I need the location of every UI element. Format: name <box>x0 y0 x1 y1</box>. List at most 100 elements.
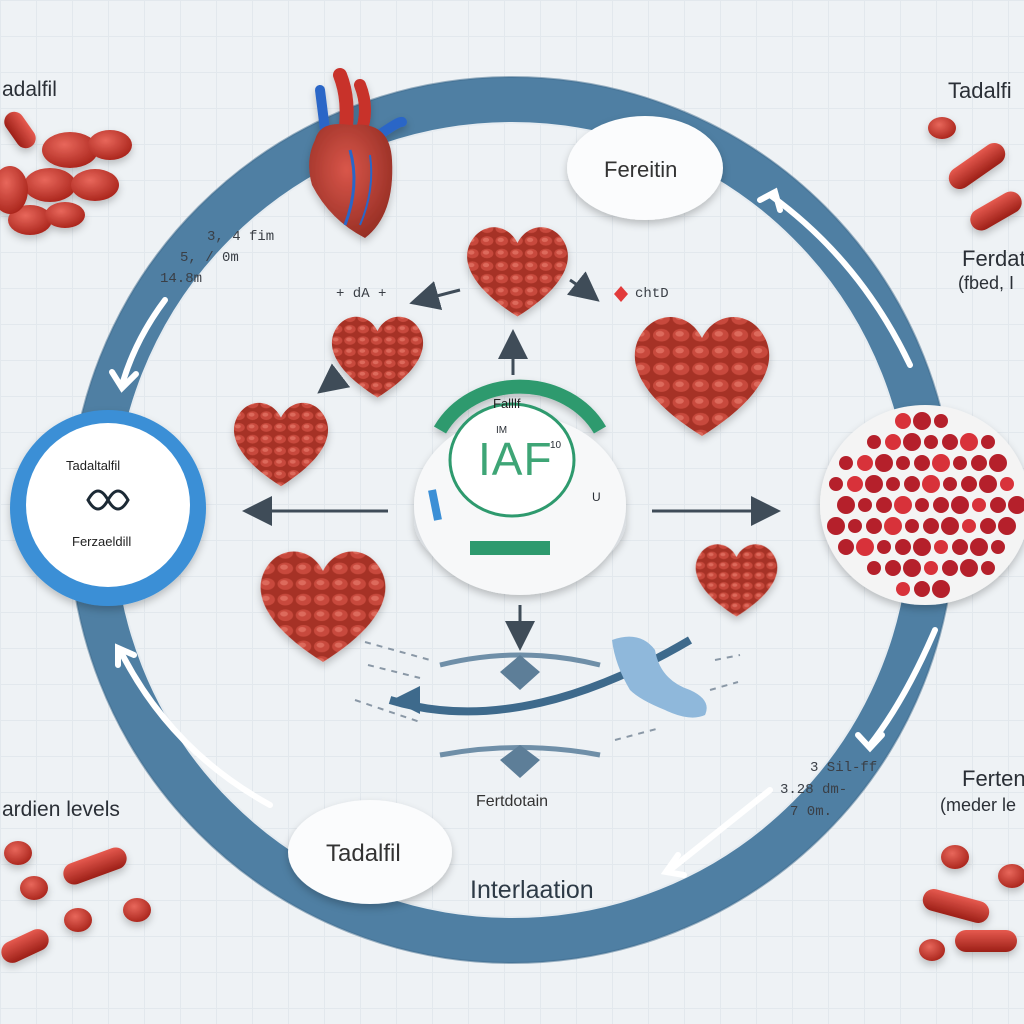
corner-title-right-mid: Ferdat <box>962 246 1024 271</box>
figure-icon <box>612 636 707 718</box>
molecule-dot <box>922 475 940 493</box>
left-node-label-bottom: Ferzaeldill <box>72 534 132 549</box>
molecule-dot <box>827 517 845 535</box>
molecule-dot <box>1000 477 1014 491</box>
molecule-icon <box>820 405 1024 605</box>
molecule-dot <box>960 559 978 577</box>
corner-subtitle-bottom-right: (meder le <box>940 795 1017 815</box>
molecule-dot <box>856 538 874 556</box>
right-number-1: 3 Sil-ff <box>810 760 878 776</box>
molecule-dot <box>886 477 900 491</box>
molecule-dot <box>960 433 978 451</box>
motion-lines <box>354 641 741 741</box>
molecule-dot <box>829 477 843 491</box>
molecule-dot <box>942 434 958 450</box>
molecule-dot <box>885 434 901 450</box>
arrow-icon <box>242 271 781 651</box>
molecule-dot <box>923 518 939 534</box>
left-number-2: 5, / 0m <box>180 250 239 266</box>
corner-title-top-right: Tadalfi <box>948 78 1012 103</box>
molecule-dot <box>934 414 948 428</box>
ring-arrow-icon <box>109 187 938 878</box>
molecule-dot <box>981 435 995 449</box>
molecule-dot <box>913 412 931 430</box>
molecule-dot <box>972 498 986 512</box>
molecule-dot <box>858 498 872 512</box>
molecule-dot <box>914 455 930 471</box>
molecule-dot <box>951 496 969 514</box>
molecule-dot <box>998 517 1016 535</box>
molecule-dot <box>953 456 967 470</box>
molecule-dot <box>924 435 938 449</box>
molecule-dot <box>895 539 911 555</box>
molecule-dot <box>903 559 921 577</box>
left-node <box>10 410 206 606</box>
molecule-dot <box>876 497 892 513</box>
molecule-dot <box>896 582 910 596</box>
center-left-tag: + dA + <box>336 286 387 302</box>
molecule-dot <box>838 539 854 555</box>
center-small-b: 10 <box>550 440 562 451</box>
molecule-dot <box>934 540 948 554</box>
heart-organ-icon <box>309 68 407 238</box>
molecule-dot <box>839 456 853 470</box>
bottom-node <box>288 800 452 904</box>
diamond-icon <box>614 286 628 302</box>
molecule-dot <box>989 454 1007 472</box>
molecule-dot <box>895 413 911 429</box>
center-small-c: U <box>592 490 601 504</box>
molecule-dot <box>932 580 950 598</box>
molecule-dot <box>848 519 862 533</box>
center-disc <box>414 379 626 595</box>
molecule-dot <box>932 454 950 472</box>
center-small-a: IM <box>496 425 508 436</box>
molecule-dot <box>952 539 968 555</box>
molecule-dot <box>867 561 881 575</box>
top-node-label: Fereitin <box>604 157 678 182</box>
bottom-node-label: Tadalfil <box>326 840 401 867</box>
right-number-2: 3.28 dm- <box>780 782 848 798</box>
molecule-dot <box>894 496 912 514</box>
molecule-dot <box>884 517 902 535</box>
left-node-label-top: Tadaltalfil <box>66 458 121 473</box>
center-logo: IAF <box>478 433 553 485</box>
molecule-dot <box>980 518 996 534</box>
top-node <box>567 116 723 220</box>
center-bottom-label: Fertdotain <box>476 793 549 810</box>
molecule-dot <box>885 560 901 576</box>
pill-icon <box>0 111 132 235</box>
right-number-3: 7 0m. <box>790 804 833 820</box>
molecule-dot <box>942 560 958 576</box>
molecule-dot <box>865 475 883 493</box>
molecule-dot <box>915 498 929 512</box>
tablet-heart-icon <box>233 227 778 662</box>
molecule-dot <box>837 496 855 514</box>
left-number-3: 14.8m <box>160 271 203 287</box>
molecule-dot <box>913 538 931 556</box>
molecule-dot <box>904 476 920 492</box>
molecule-dot <box>971 455 987 471</box>
molecule-dot <box>905 519 919 533</box>
molecule-dot <box>943 477 957 491</box>
molecule-dot <box>924 561 938 575</box>
left-number-1: 3, 4 fim <box>207 229 275 245</box>
molecule-dot <box>896 456 910 470</box>
molecule-dot <box>961 476 977 492</box>
molecule-dot <box>914 581 930 597</box>
molecule-dot <box>941 517 959 535</box>
molecule-dot <box>979 475 997 493</box>
bottom-arc-label: Interlaation <box>470 876 594 904</box>
molecule-dot <box>962 519 976 533</box>
corner-title-bottom-right: Ferten <box>962 766 1024 791</box>
molecule-dot <box>970 538 988 556</box>
molecule-dot <box>990 497 1006 513</box>
corner-subtitle-right-mid: (fbed, I <box>958 273 1015 293</box>
molecule-dot <box>1008 496 1024 514</box>
capsule-icon <box>1 117 1024 963</box>
center-right-tag: chtD <box>635 286 669 302</box>
center-ring-label: Falllf <box>493 396 521 411</box>
molecule-dot <box>857 455 873 471</box>
molecule-dot <box>903 433 921 451</box>
molecule-dot <box>933 497 949 513</box>
